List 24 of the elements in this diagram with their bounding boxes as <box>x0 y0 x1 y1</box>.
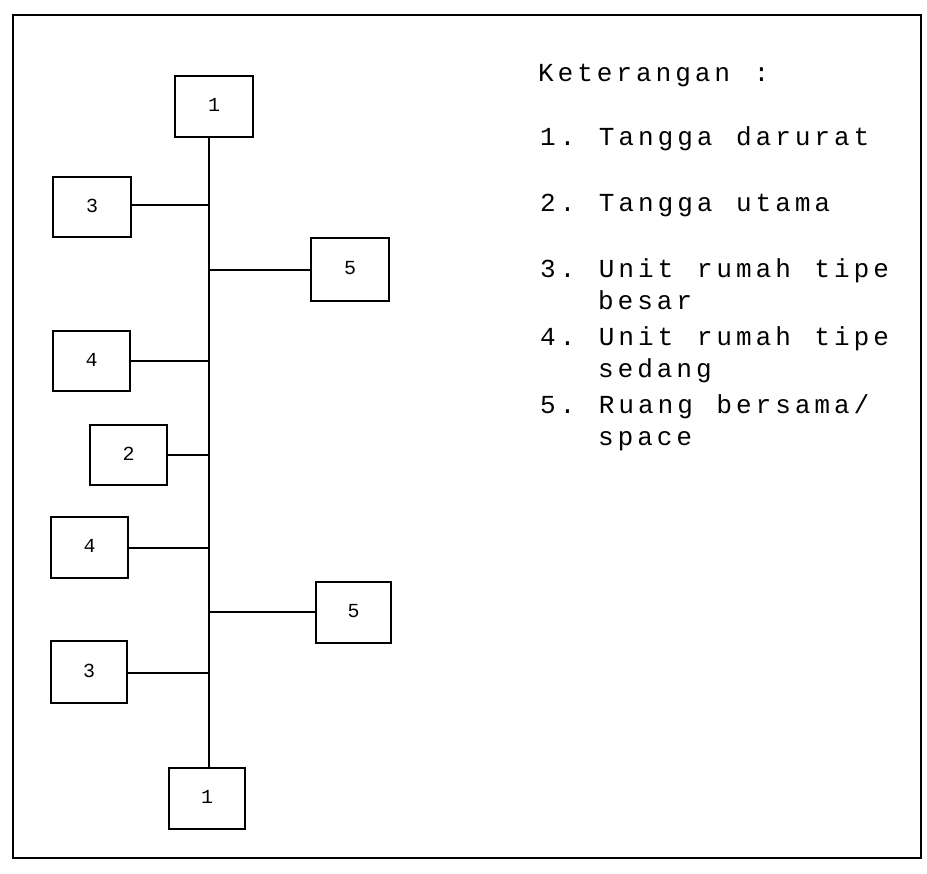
box-number: 3 <box>82 660 95 684</box>
numbered-box <box>168 767 246 830</box>
legend-item: 5. Ruang bersama/ space <box>540 390 874 454</box>
box-number: 3 <box>86 196 98 218</box>
legend-item: 3. Unit rumah tipe besar <box>540 254 894 318</box>
legend-item: 1. Tangga darurat <box>540 122 874 154</box>
box-number: 1 <box>200 787 213 810</box>
numbered-box <box>310 237 390 302</box>
numbered-box <box>50 640 128 704</box>
numbered-box <box>174 75 254 138</box>
box-number: 1 <box>208 95 220 118</box>
legend-heading: Keterangan : <box>538 58 774 90</box>
box-number: 5 <box>347 601 360 624</box>
numbered-box <box>89 424 168 486</box>
numbered-box <box>50 516 129 579</box>
numbered-box <box>52 176 132 238</box>
box-number: 2 <box>122 444 134 466</box>
legend-item: 2. Tangga utama <box>540 188 836 220</box>
box-number: 4 <box>83 536 96 559</box>
box-number: 4 <box>85 350 98 372</box>
numbered-box <box>52 330 131 392</box>
numbered-box <box>315 581 392 644</box>
legend-item: 4. Unit rumah tipe sedang <box>540 322 894 386</box>
box-number: 5 <box>344 258 356 281</box>
